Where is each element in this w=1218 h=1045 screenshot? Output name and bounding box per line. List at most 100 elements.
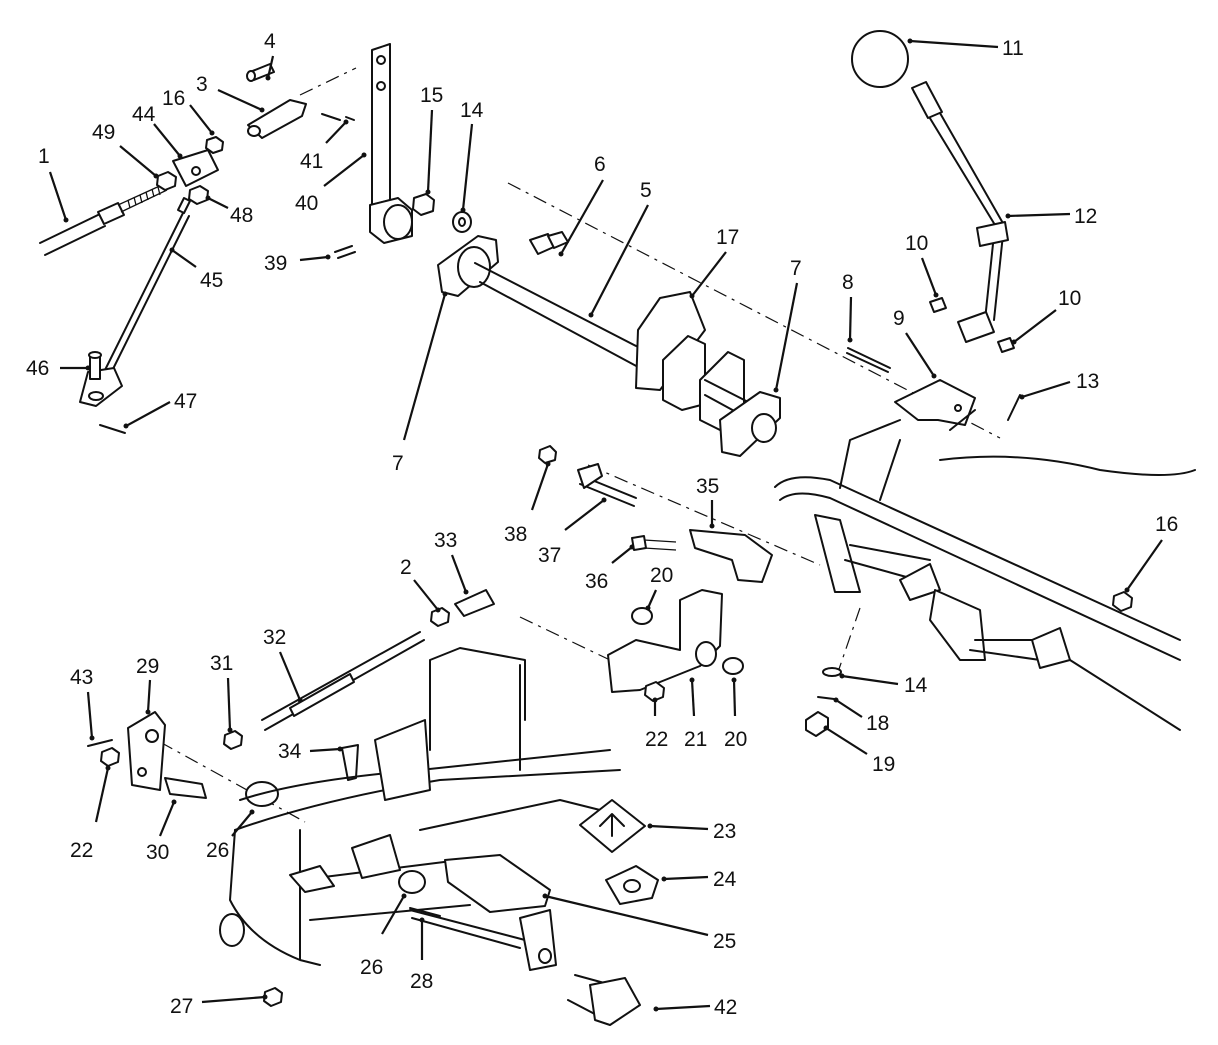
- part-44-bracket: [156, 136, 224, 205]
- svg-text:25: 25: [713, 930, 736, 953]
- callout-16-right: 16: [1124, 513, 1178, 593]
- callout-18: 18: [833, 697, 889, 735]
- callout-48: 48: [205, 195, 253, 227]
- svg-text:9: 9: [893, 307, 905, 330]
- svg-text:11: 11: [1002, 37, 1024, 60]
- callout-8: 8: [842, 271, 854, 343]
- part-21-bracket: [607, 589, 723, 693]
- callout-7-right: 7: [773, 257, 802, 393]
- callout-1: 1: [38, 145, 69, 223]
- callout-35: 35: [696, 475, 719, 529]
- svg-text:2: 2: [400, 556, 412, 579]
- callout-22-left: 22: [70, 765, 111, 862]
- svg-text:27: 27: [170, 995, 193, 1018]
- part-45-rod: [79, 197, 191, 434]
- svg-text:21: 21: [684, 728, 707, 751]
- svg-text:37: 37: [538, 544, 561, 567]
- svg-text:44: 44: [132, 103, 156, 126]
- callout-41: 41: [300, 119, 349, 173]
- callout-16-upper: 16: [162, 87, 215, 136]
- svg-text:46: 46: [26, 357, 49, 380]
- svg-text:13: 13: [1076, 370, 1099, 393]
- svg-text:48: 48: [230, 204, 253, 227]
- callout-26-left: 26: [206, 809, 255, 862]
- svg-text:16: 16: [1155, 513, 1178, 536]
- svg-text:39: 39: [264, 252, 287, 275]
- svg-text:26: 26: [360, 956, 383, 979]
- svg-text:35: 35: [696, 475, 719, 498]
- svg-text:7: 7: [392, 452, 404, 475]
- svg-text:20: 20: [650, 564, 673, 587]
- callout-24: 24: [661, 868, 737, 891]
- part-35-bracket: [689, 529, 773, 583]
- svg-text:12: 12: [1074, 205, 1097, 228]
- callout-20-lower: 20: [724, 677, 747, 751]
- callout-30: 30: [146, 799, 177, 864]
- svg-text:4: 4: [264, 30, 276, 53]
- callouts: 1 2 3 4 5 6 7 7 8 9 10 10 11 12 13 14 14…: [26, 30, 1178, 1019]
- svg-text:16: 16: [162, 87, 185, 110]
- svg-text:31: 31: [210, 652, 233, 675]
- svg-text:10: 10: [905, 232, 928, 255]
- part-3-clevis: [246, 63, 355, 139]
- svg-text:22: 22: [645, 728, 668, 751]
- callout-6: 6: [558, 153, 606, 257]
- callout-19: 19: [823, 725, 895, 776]
- callout-10-lower: 10: [1011, 287, 1081, 345]
- callout-46: 46: [26, 357, 91, 380]
- part-15-nut: [412, 193, 435, 216]
- callout-27: 27: [170, 994, 268, 1018]
- part-40-lever: [334, 43, 413, 259]
- part-38-bolt: [538, 445, 557, 464]
- callout-12: 12: [1005, 205, 1097, 228]
- svg-text:15: 15: [420, 84, 443, 107]
- part-19-bolt: [805, 667, 842, 737]
- callout-13: 13: [1019, 370, 1099, 400]
- callout-38: 38: [504, 461, 551, 546]
- part-1-cable: [39, 183, 168, 256]
- callout-15: 15: [420, 84, 443, 195]
- callout-14-upper: 14: [460, 99, 484, 213]
- part-14-washer: [452, 211, 472, 233]
- callout-37: 37: [538, 497, 607, 567]
- callout-44: 44: [132, 103, 183, 159]
- svg-text:29: 29: [136, 655, 159, 678]
- callout-47: 47: [123, 390, 197, 429]
- svg-text:34: 34: [278, 740, 302, 763]
- svg-text:43: 43: [70, 666, 93, 689]
- svg-text:40: 40: [295, 192, 318, 215]
- svg-text:45: 45: [200, 269, 223, 292]
- svg-text:14: 14: [460, 99, 484, 122]
- callout-23: 23: [647, 820, 736, 843]
- svg-text:10: 10: [1058, 287, 1081, 310]
- svg-text:49: 49: [92, 121, 115, 144]
- callout-49: 49: [92, 121, 159, 179]
- callout-42: 42: [653, 996, 737, 1019]
- svg-text:26: 26: [206, 839, 229, 862]
- svg-text:42: 42: [714, 996, 737, 1019]
- part-29-bracket: [87, 711, 207, 799]
- callout-28: 28: [410, 917, 433, 993]
- callout-32: 32: [263, 626, 303, 703]
- callout-21: 21: [684, 677, 707, 751]
- part-24-plate: [605, 865, 659, 905]
- part-33-ball-joint: [454, 589, 495, 617]
- part-12-shift-lever: [851, 30, 1015, 353]
- callout-29: 29: [136, 655, 159, 715]
- callout-26-lower: 26: [360, 893, 407, 979]
- callout-33: 33: [434, 529, 469, 595]
- callout-20-upper: 20: [645, 564, 673, 611]
- frame-right: [774, 409, 1196, 731]
- callout-45: 45: [169, 247, 223, 292]
- callout-36: 36: [585, 544, 635, 593]
- svg-text:20: 20: [724, 728, 747, 751]
- svg-text:41: 41: [300, 150, 323, 173]
- callout-40: 40: [295, 152, 367, 215]
- callout-7-left: 7: [392, 291, 448, 475]
- callout-17: 17: [689, 226, 739, 299]
- part-16-nut: [1112, 591, 1133, 612]
- callout-4: 4: [264, 30, 276, 81]
- svg-text:22: 22: [70, 839, 93, 862]
- callout-43: 43: [70, 666, 95, 741]
